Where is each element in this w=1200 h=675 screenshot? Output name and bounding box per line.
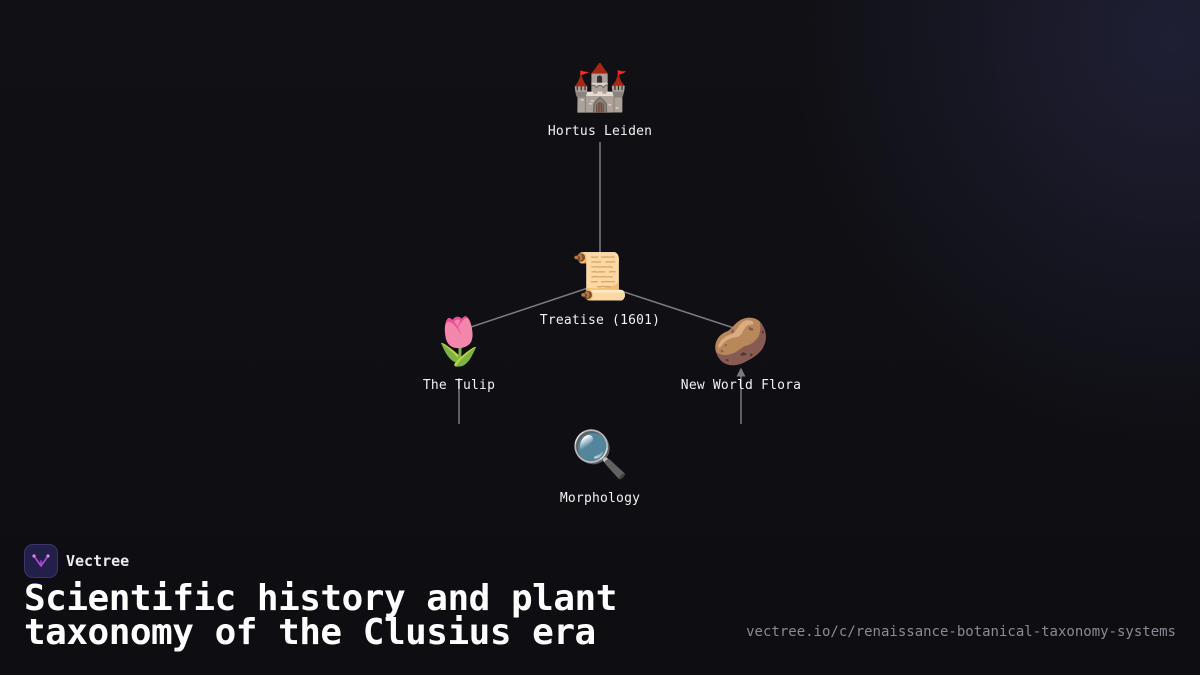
brand-name: Vectree (66, 552, 130, 570)
node-hortus-leiden[interactable]: 🏰 Hortus Leiden (500, 58, 700, 139)
edge-treatise-flora (611, 287, 735, 329)
tulip-icon: 🌷 (430, 316, 488, 367)
node-label: Morphology (559, 491, 641, 506)
node-treatise[interactable]: 📜 Treatise (1601) (500, 247, 700, 328)
magnifying-glass-icon: 🔍 (571, 429, 629, 480)
vectree-logo-icon (24, 544, 58, 578)
page-title: Scientific history and plant taxonomy of… (24, 578, 617, 653)
castle-icon: 🏰 (571, 62, 629, 113)
node-label: New World Flora (680, 378, 802, 393)
page-url[interactable]: vectree.io/c/renaissance-botanical-taxon… (746, 624, 1176, 640)
scroll-icon: 📜 (571, 251, 629, 302)
node-new-world-flora[interactable]: 🥔 New World Flora (641, 312, 841, 393)
node-the-tulip[interactable]: 🌷 The Tulip (359, 312, 559, 393)
node-label: The Tulip (422, 378, 496, 393)
brand[interactable]: Vectree (24, 544, 129, 578)
potato-icon: 🥔 (712, 316, 770, 367)
edge-treatise-tulip (467, 287, 589, 329)
node-label: Hortus Leiden (547, 124, 653, 139)
node-morphology[interactable]: 🔍 Morphology (500, 425, 700, 506)
node-label: Treatise (1601) (539, 313, 661, 328)
